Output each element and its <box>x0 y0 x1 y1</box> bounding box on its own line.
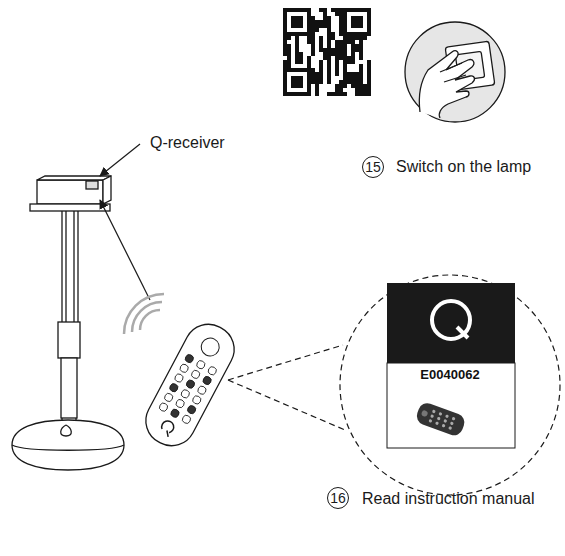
qr-code <box>283 8 371 96</box>
lamp-illustration <box>12 176 124 470</box>
remote-illustration <box>137 316 242 454</box>
leader-line <box>100 144 140 176</box>
callout-number: 16 <box>327 487 349 509</box>
callout-number: 15 <box>362 156 384 178</box>
signal-arrow <box>100 200 150 300</box>
part-label: Q-receiver <box>150 134 225 152</box>
step-label: Read instruction manual <box>362 490 535 508</box>
magnified-callout: E0040062 <box>340 275 560 495</box>
step-label: Switch on the lamp <box>396 158 531 176</box>
manual-badge <box>387 283 515 448</box>
callout-lines <box>228 275 560 495</box>
product-code: E0040062 <box>420 367 479 382</box>
switch-illustration <box>405 22 505 122</box>
signal-waves <box>124 294 164 334</box>
